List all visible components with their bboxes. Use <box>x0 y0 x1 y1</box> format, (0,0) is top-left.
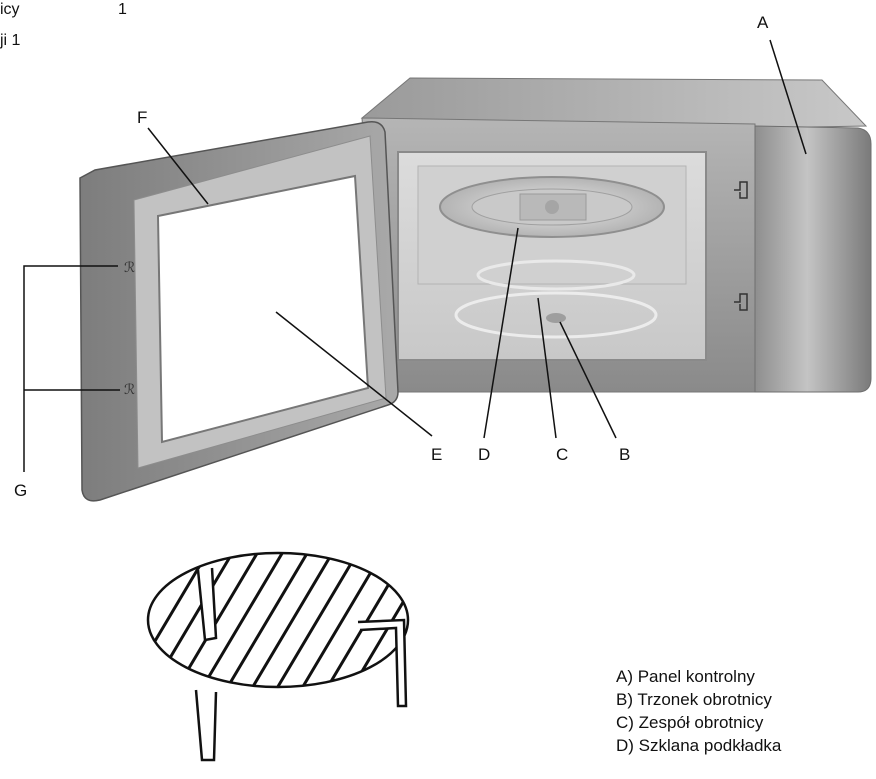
leader-c <box>537 297 557 439</box>
roller-ring <box>476 259 636 291</box>
callout-labels: A F E D C B G <box>14 13 769 500</box>
legend-item-d: D) Szklana podkładka <box>616 736 782 755</box>
leader-b <box>559 321 617 439</box>
waveguide-hub <box>545 200 559 214</box>
turntable-shaft <box>546 313 566 323</box>
microwave-body <box>360 77 872 393</box>
door-latch-upper <box>734 181 748 199</box>
label-f: F <box>137 108 147 127</box>
control-panel-body <box>754 125 872 393</box>
leader-g <box>23 265 118 472</box>
leader-d <box>483 227 519 439</box>
corner-text-number: 1 <box>118 1 127 18</box>
leader-e <box>275 311 433 437</box>
label-d: D <box>478 445 490 464</box>
label-e: E <box>431 445 442 464</box>
glass-tray <box>454 291 658 339</box>
corner-text-line2: ji 1 <box>0 32 21 49</box>
rack-leg-back <box>196 567 218 642</box>
label-c: C <box>556 445 568 464</box>
leader-lines <box>23 39 807 472</box>
corner-text-a: icy <box>0 1 20 18</box>
rack-leg-left <box>194 689 218 762</box>
door-hinge-lower: ℛ <box>124 381 135 397</box>
door-latch-lower <box>734 293 748 311</box>
corner-text-line1: icy <box>0 0 20 19</box>
microwave-door: ℛ ℛ <box>79 120 399 502</box>
legend-item-c: C) Zespół obrotnicy <box>616 713 764 732</box>
legend-item-b: B) Trzonek obrotnicy <box>616 690 772 709</box>
rack-leg-right <box>357 618 408 708</box>
leader-a <box>769 39 807 155</box>
legend-item-a: A) Panel kontrolny <box>616 667 755 686</box>
grill-rack <box>146 551 410 762</box>
label-b: B <box>619 445 630 464</box>
label-g: G <box>14 481 27 500</box>
legend: A) Panel kontrolny B) Trzonek obrotnicy … <box>616 665 781 757</box>
label-a: A <box>757 13 769 32</box>
door-window <box>156 174 370 444</box>
door-hinge-upper: ℛ <box>124 259 135 275</box>
leader-f <box>147 127 209 205</box>
